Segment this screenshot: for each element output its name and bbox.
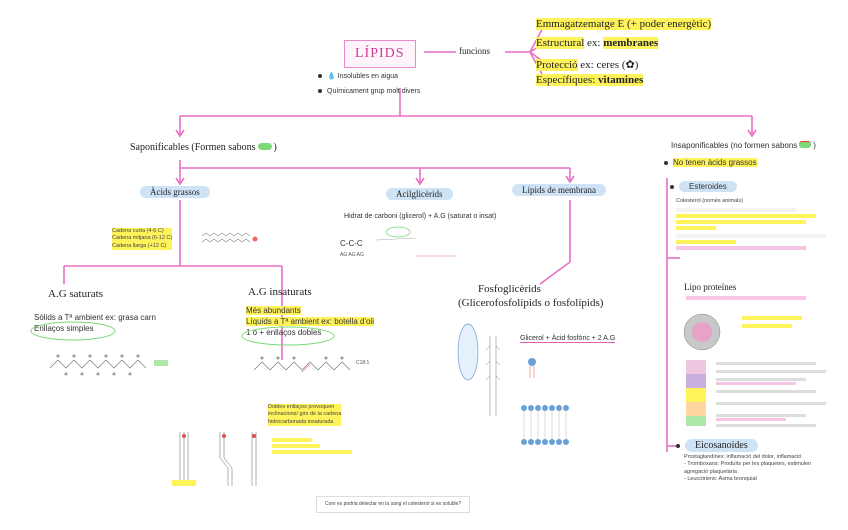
note-line: hidrocarbonada insaturada [268,418,342,427]
svg-text:C18:1: C18:1 [356,360,370,366]
heading-text: Saponificables (Formen sabons [130,142,256,153]
svg-text:C-C-C: C-C-C [340,239,363,248]
fosfo-subheading: (Glicerofosfolípids o fosfolípids) [458,297,604,309]
funcio-tail: ) [634,59,639,71]
saturats-desc: Sòlids a Tª ambient ex: grasa carn Enlla… [34,312,156,334]
soap-crossed-icon [799,141,812,148]
heading-close: ) [813,141,816,150]
phospholipid-structure [457,323,501,416]
lipoproteines-heading: Lipo proteïnes [684,282,737,292]
note-text: No tenen àcids grassos [673,158,757,167]
no-water-icon: 💧 [327,73,336,80]
funcio-name: Protecció [536,59,578,71]
lipoprotein-diagram [683,313,826,427]
funcio-especifiques: Específiques: vitamines [536,74,644,86]
insaturat-line: Més abundants [246,306,301,315]
funcio-detail: (+ poder energètic) [624,18,712,30]
funcio-name: Emmagatzematge E [536,18,625,30]
lipids-membrana-heading: Lípids de membrana [512,184,606,196]
ag-insaturats-heading: A.G insaturats [248,286,312,298]
equation-text: Glicerol + Àcid fosfòric + 2 A.G [520,335,616,343]
eicosanoides-heading: Eicosanoides [676,439,758,452]
funcio-proteccio: Protecció ex: ceres (✿) [536,58,638,71]
eico-item: Prostaglandines: inflamació del dolor, i… [684,454,802,460]
page-title: LÍPIDS [344,40,416,68]
funcio-example: membranes [603,37,659,49]
helix-notes [272,436,352,456]
funcio-estructural: Estructural ex: membranes [536,37,659,49]
bee-icon: ✿ [625,59,635,71]
insaturat-line: Líquids a Tª ambient ex: botella d'oli [246,317,374,327]
no-acids-note: No tenen àcids grassos [664,157,757,168]
eico-item: - Leucotriens: Asma bronquial [684,476,757,483]
bullet-icon [664,160,668,165]
ag-saturats-heading: A.G saturats [48,288,103,300]
bottom-question: Com es podria detectar en la sang el col… [316,496,471,513]
insaturats-desc: Més abundants Líquids a Tª ambient ex: b… [246,305,374,339]
cadena-item: Cadena mitjana (6-12 C) [112,235,173,243]
svg-text:AG AG AG: AG AG AG [340,252,364,258]
fosfogliccerids-heading: Fosfoglicèrids [478,283,541,295]
soap-icon [257,143,272,150]
glicerol-equation: Hidrat de carboni (glicerol) + A.G (satu… [344,213,497,220]
funcio-name: Estructural [536,37,585,49]
glycerol-diagram: C-C-C AG AG AG [340,226,456,258]
fatty-acid-helix-images [172,432,257,486]
funcio-detail: ex: [584,37,604,49]
funcio-example: vitamines [598,74,644,86]
funcio-emmagatzematge: Emmagatzematge E (+ poder energètic) [536,18,712,30]
cadena-item: Cadena llarga (+12 C) [112,242,173,251]
eico-item: - Tromboxans: Produïts per les plaquetes… [684,461,812,475]
heading-text: Eicosanoides [685,439,758,452]
bullet-icon [670,184,674,189]
insaponificables-heading: Insaponificables (no formen sabons) [671,140,816,151]
colesterol-text: Colesterol (només animals) [676,198,743,204]
prop-text: Químicament grup molt divers [327,88,421,95]
prop-divers: Químicament grup molt divers [318,87,420,97]
bullet-icon [676,443,680,448]
saturated-molecule [49,354,168,376]
funcio-detail: ex: ceres ( [577,59,626,71]
funcions-label: funcions [459,46,490,56]
membrane-bilayer-diagram [521,358,569,445]
heading-close: ) [273,142,277,153]
funcio-name: Específiques [536,74,593,86]
eicosanoides-list: Prostaglandines: inflamació del dolor, i… [684,454,834,484]
colesterol-note: Colesterol (només animals) [676,198,826,251]
funcio-detail: : [592,74,599,86]
insaturats-ellipse [241,326,335,346]
insaturats-note: Dobles enllaços provoquen inclinacions/ … [268,404,342,427]
acilgliccerids-heading: Acilglicèrids [386,188,453,200]
lipoproteines-note [686,296,806,300]
cadena-item: Cadena curta (4-6 C) [112,228,173,236]
prop-text: Insolubles en aigua [337,73,398,80]
note-line: Dobles enllaços provoquen [268,404,342,412]
fatty-acid-diagram [201,232,258,243]
bullet-icon [318,74,322,79]
heading-text: Esteroides [679,181,737,192]
prop-insolubles: 💧 Insolubles en aigua [318,72,398,82]
bullet-icon [318,89,322,94]
saturat-line: Sòlids a Tª ambient ex: grasa carn [34,313,156,322]
saturats-ellipse [30,321,116,341]
esteroides-heading: Esteroides [670,181,737,192]
cadenes-list: Cadena curta (4-6 C) Cadena mitjana (6-1… [112,228,173,251]
unsaturated-molecule: C18:1 [253,356,370,373]
note-line: inclinacions/ girs de la cadena [268,411,342,419]
insaturat-line: 1 o + enllaços dobles [246,328,322,338]
heading-text: Insaponificables (no formen sabons [671,141,798,150]
acids-grassos-heading: Àcids grassos [140,186,210,198]
saturat-line: Enllaços simples [34,324,94,334]
fosfo-equation: Glicerol + Àcid fosfòric + 2 A.G [520,334,616,344]
saponificables-heading: Saponificables (Formen sabons) [130,142,277,153]
